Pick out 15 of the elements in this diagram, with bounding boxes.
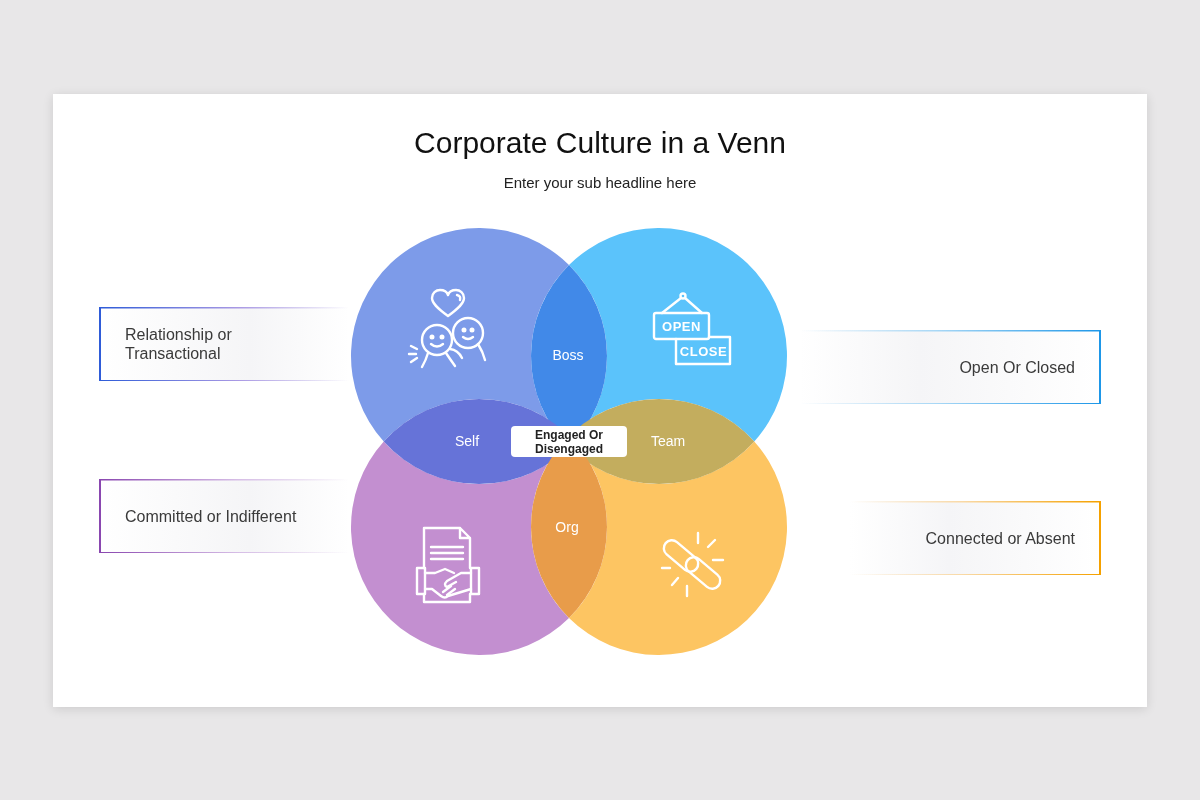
sign-text: CLOSE	[679, 344, 728, 359]
sign-text: OPEN	[662, 319, 701, 334]
overlap-label: Org	[555, 518, 579, 536]
category-box	[99, 307, 349, 381]
subtitle: Enter your sub headline here	[503, 174, 697, 192]
overlap-label: Self	[454, 432, 480, 450]
category-text: Open Or Closed	[959, 357, 1075, 377]
category-text: Relationship or Transactional	[125, 325, 233, 363]
title: Corporate Culture in a Venn	[414, 126, 786, 160]
overlap-label: Team	[650, 432, 686, 450]
highlight-box	[511, 426, 627, 457]
category-text: Committed or Indifferent	[125, 506, 297, 526]
overlap-label: Boss	[552, 346, 584, 364]
category-text: Connected or Absent	[925, 528, 1075, 548]
center-text: Engaged Or Disengaged	[534, 427, 604, 456]
